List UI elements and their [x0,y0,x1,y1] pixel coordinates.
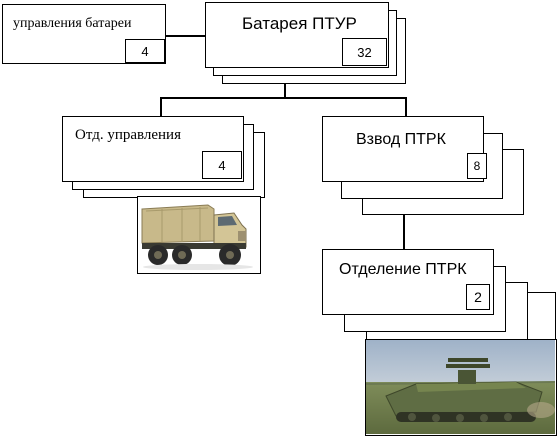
connector-horizontal-bus [160,97,406,99]
platoon-count: 8 [467,153,487,179]
battery-box: Батарея ПТУР 32 [205,2,389,68]
battery-control-box: управления батареи 4 [2,4,166,64]
control-section-box: Отд. управления 4 [62,116,244,182]
atgm-vehicle-icon [366,340,555,434]
platoon-box: Взвод ПТРК 8 [322,116,487,182]
control-section-title: Отд. управления [75,127,181,143]
squad-count: 2 [466,284,490,310]
connector-to-control-section [160,97,162,117]
battery-control-count: 4 [125,39,165,63]
connector-control-battery [165,35,205,37]
squad-title: Отделение ПТРК [339,261,467,278]
truck-photo [137,196,261,274]
control-section-count: 4 [202,151,242,179]
connector-to-platoon [405,97,407,117]
atgm-vehicle-photo [365,339,557,436]
connector-platoon-squad [403,214,405,250]
battery-count: 32 [342,38,387,66]
battery-control-title: управления батареи [13,16,132,31]
squad-box: Отделение ПТРК 2 [322,249,494,315]
platoon-title: Взвод ПТРК [356,131,446,148]
battery-title: Батарея ПТУР [242,14,357,33]
connector-battery-down [284,83,286,98]
truck-icon [138,197,259,272]
